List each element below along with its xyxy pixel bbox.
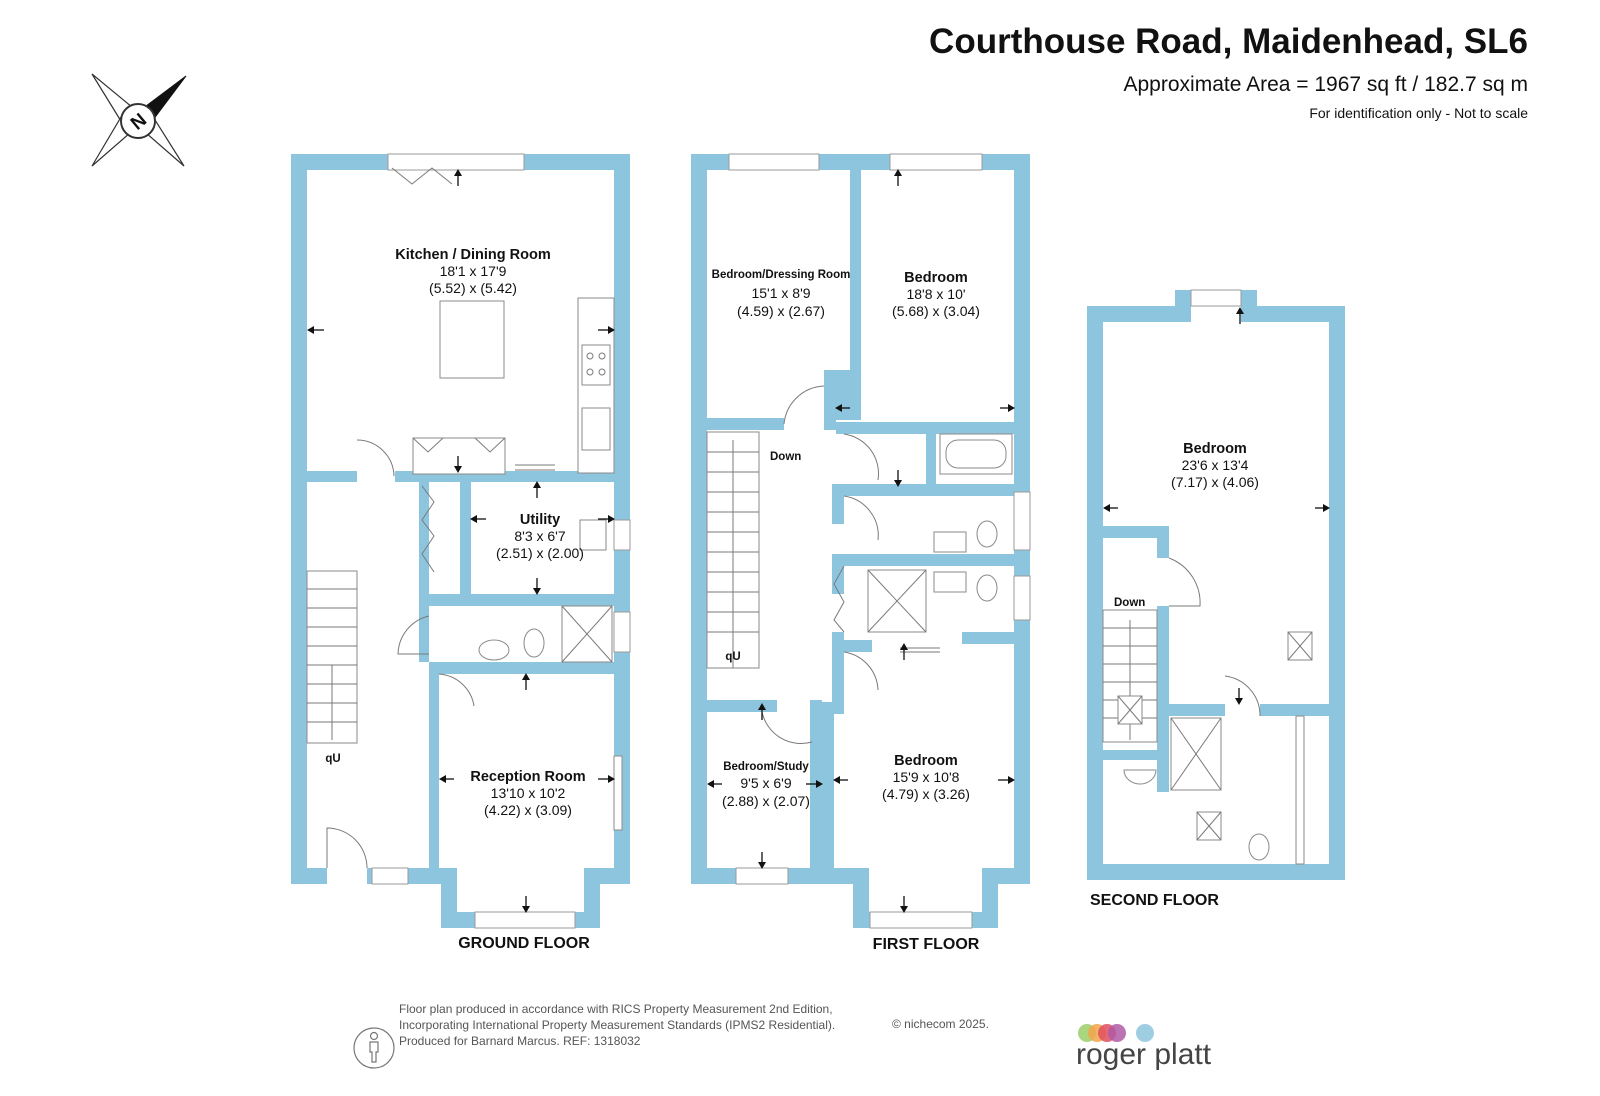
room-name-utility: Utility	[520, 512, 560, 528]
footer-line: Incorporating International Property Mea…	[399, 1018, 836, 1032]
room-dim-imperial: 18'8 x 10'	[906, 286, 965, 302]
room-name-bedroom: Bedroom	[904, 270, 968, 286]
room-dim-metric: (4.59) x (2.67)	[737, 303, 825, 319]
approximate-area: Approximate Area = 1967 sq ft / 182.7 sq…	[1123, 73, 1529, 96]
dimension-arrows	[307, 169, 1330, 913]
footer-line: Floor plan produced in accordance with R…	[399, 1002, 833, 1016]
room-dim-imperial: 23'6 x 13'4	[1182, 457, 1249, 473]
room-dim-imperial: 15'9 x 10'8	[893, 769, 960, 785]
room-dim-metric: (5.68) x (3.04)	[892, 303, 980, 319]
stairs-up-label: qU	[725, 651, 740, 663]
floor-label-first: FIRST FLOOR	[873, 936, 980, 953]
room-dim-metric: (4.79) x (3.26)	[882, 786, 970, 802]
room-dim-imperial: 18'1 x 17'9	[440, 263, 507, 279]
room-dim-imperial: 8'3 x 6'7	[514, 528, 565, 544]
stairs-up-label: qU	[325, 753, 340, 765]
room-name-reception: Reception Room	[470, 769, 585, 785]
footer-line: Produced for Barnard Marcus. REF: 131803…	[399, 1034, 641, 1048]
person-icon	[353, 1027, 395, 1069]
disclaimer-note: For identification only - Not to scale	[1309, 105, 1528, 121]
first-floor-plan	[691, 153, 1031, 929]
room-name-bedroom-dressing: Bedroom/Dressing Room	[712, 269, 851, 281]
room-name-bedroom-study: Bedroom/Study	[723, 761, 809, 773]
room-dim-imperial: 15'1 x 8'9	[751, 285, 810, 301]
page-title: Courthouse Road, Maidenhead, SL6	[929, 22, 1528, 61]
brand-logo-icon	[1078, 1024, 1154, 1042]
room-dim-metric: (2.51) x (2.00)	[496, 545, 584, 561]
room-dim-metric: (4.22) x (3.09)	[484, 802, 572, 818]
copyright: © nichecom 2025.	[892, 1017, 989, 1031]
room-dim-imperial: 9'5 x 6'9	[740, 775, 791, 791]
ground-floor-plan	[291, 153, 631, 929]
room-name-bedroom: Bedroom	[1183, 441, 1247, 457]
brand-name: roger platt	[1076, 1038, 1212, 1071]
footer-notes: Floor plan produced in accordance with R…	[399, 1001, 835, 1049]
stairs-down-label: Down	[770, 451, 801, 463]
floor-label-ground: GROUND FLOOR	[458, 935, 590, 952]
room-dim-imperial: 13'10 x 10'2	[491, 785, 566, 801]
floor-label-second: SECOND FLOOR	[1090, 892, 1219, 909]
room-dim-metric: (2.88) x (2.07)	[722, 793, 810, 809]
room-name-kitchen-dining: Kitchen / Dining Room	[395, 247, 550, 263]
second-floor-plan	[1087, 289, 1345, 880]
north-compass-icon: N	[91, 73, 187, 167]
room-dim-metric: (5.52) x (5.42)	[429, 280, 517, 296]
room-dim-metric: (7.17) x (4.06)	[1171, 474, 1259, 490]
room-name-bedroom: Bedroom	[894, 753, 958, 769]
stairs-down-label: Down	[1114, 597, 1145, 609]
